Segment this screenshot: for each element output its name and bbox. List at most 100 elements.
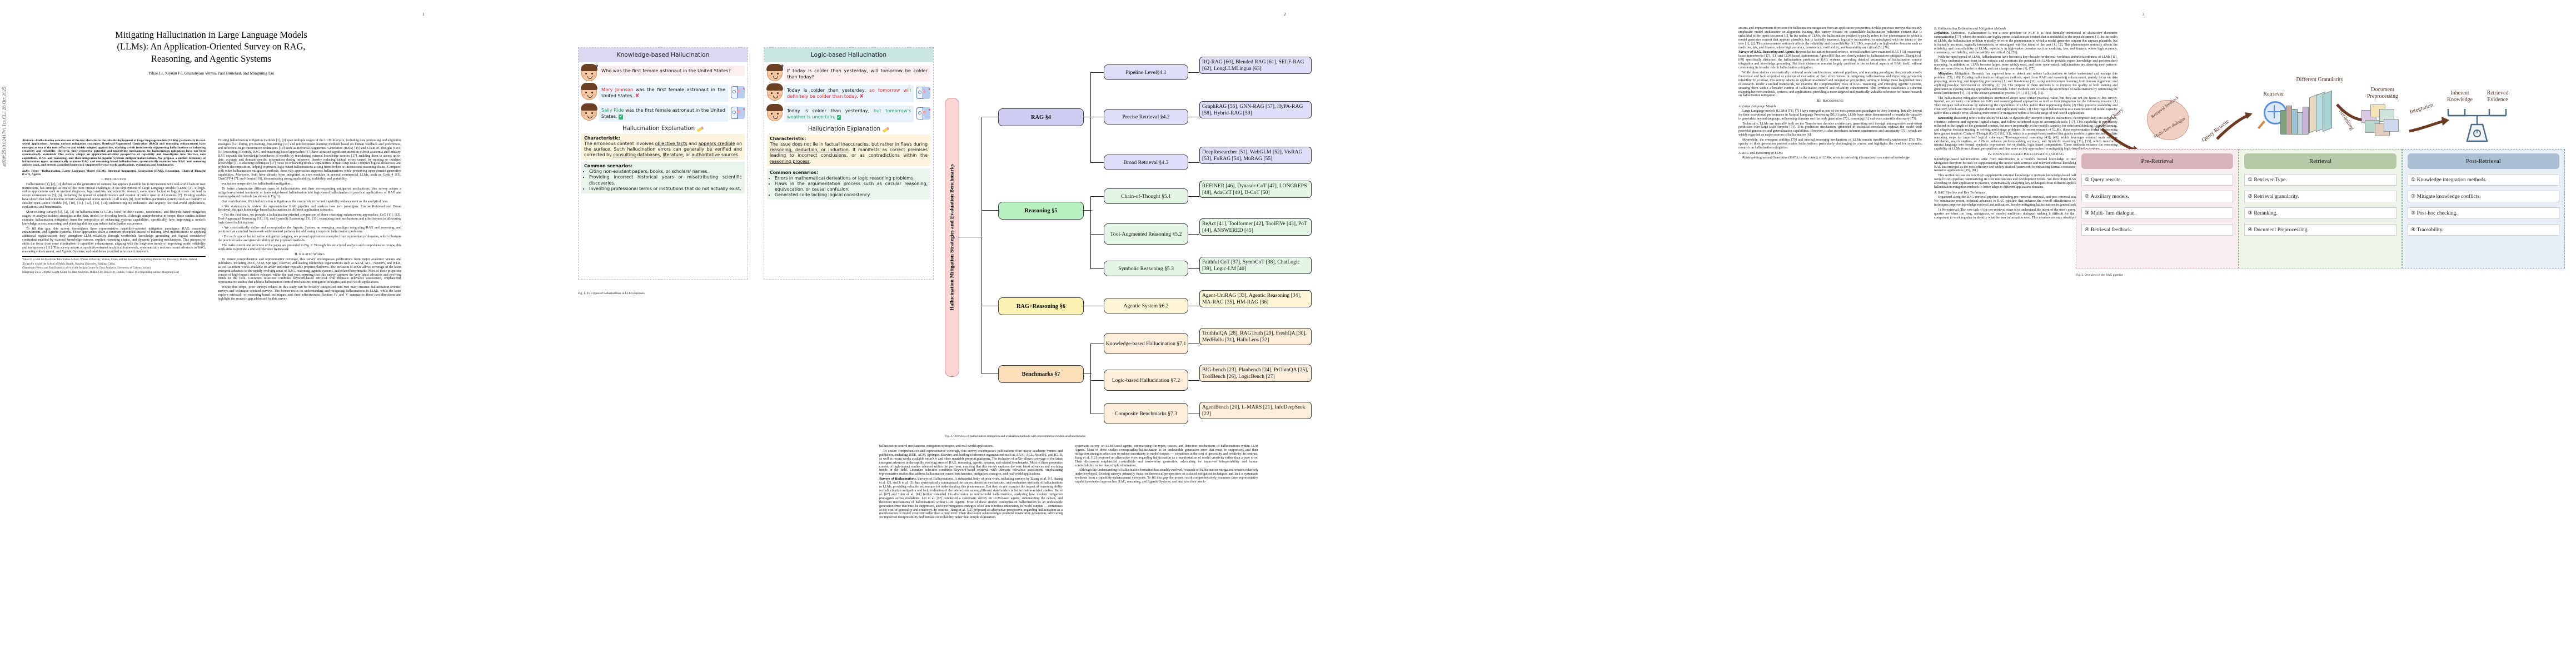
tree-edge [1188, 162, 1199, 163]
p3-krag-2: This section focuses on how RAG suppleme… [1934, 174, 2117, 190]
knowledge-explanation-label: Hallucination Explanation [622, 125, 695, 132]
taxonomy-node-agentic-system[interactable]: Agentic System §6.2 [1104, 298, 1188, 313]
figure-2-caption: Fig. 2. Overview of hallucination mitiga… [945, 435, 1086, 438]
taxonomy-node-logic-bench[interactable]: Logic-based Hallucination §7.2 [1104, 370, 1188, 391]
p3-bg-2: Technically, LLMs are typically built on… [1738, 122, 1922, 137]
kc-b: and [687, 141, 699, 146]
tree-edge [1188, 72, 1199, 73]
tree-edge [1090, 72, 1104, 73]
taxonomy-node-label: RAG+Reasoning §6 [1016, 303, 1066, 310]
taxonomy-node-rag[interactable]: RAG §4 [998, 108, 1084, 126]
taxonomy-node-rag-reasoning[interactable]: RAG+Reasoning §6 [998, 297, 1084, 315]
intro-p3: Most existing surveys [1], [2], [3] on h… [22, 210, 206, 226]
list-item: Inventing professional terms or institut… [589, 186, 742, 192]
footnote-4: Mingming Liu is with the Insight Centre … [22, 271, 179, 275]
page2-col-left: hallucination control mechanisms, mitiga… [879, 445, 1063, 653]
taxonomy-node-benchmarks[interactable]: Benchmarks §7 [998, 365, 1084, 383]
pre-retrieval-column: Pre-Retrieval ① Query rewrite. ② Auxilia… [2076, 149, 2239, 268]
footnote-3: Ghanshyam Verma and Paul Buitelaar are w… [22, 267, 152, 270]
section-knowledge-rag: IV. Knowledge-based Hallucination and RA… [1987, 152, 2064, 157]
lc-u2: reasoning process [770, 158, 810, 164]
p3-defn-4: The hallucination mitigation techniques … [1934, 96, 2117, 116]
p3-krag-a2: 1) Pre-retrieval: The core task of the p… [1934, 208, 2117, 220]
taxonomy-node-precise-retrieval[interactable]: Precise Retrieval §4.2 [1104, 109, 1188, 125]
lc-c: . [809, 158, 811, 164]
rag-pipeline-illustration: Original Query Retrieval feedback Multi-… [2076, 33, 2565, 152]
page1-col-right: Existing hallucination mitigation method… [218, 139, 401, 656]
knowledge-card-header: Knowledge-based Hallucination [579, 48, 748, 62]
author-list: Yihao Li, Xiyuan Fu, Ghanshyam Verma, Pa… [148, 71, 275, 76]
abstract: Abstract—Hallucination remains one of th… [22, 139, 206, 167]
user-face-icon [766, 83, 783, 101]
figure-2-taxonomy: Hallucination Mitigation Strategies and … [945, 32, 1456, 438]
taxonomy-node-label: Precise Retrieval §4.2 [1122, 113, 1170, 120]
taxonomy-node-label: Knowledge-based Hallucination §7.1 [1105, 340, 1187, 347]
page-number-2: 2 [1284, 12, 1286, 17]
list-item: ④ Document Preprocessing. [2244, 224, 2396, 236]
kc-e: , or [682, 152, 692, 158]
taxonomy-refs-text: REFINER [46], Dynasor-CoT [47], LONGREPS… [1202, 183, 1307, 196]
knowledge-characteristic-box: Characteristic: The erroneous content in… [581, 133, 745, 160]
taxonomy-refs-knowledge-bench: TruthfulQA [28], RAGTruth [29], FreshQA … [1199, 328, 1312, 346]
question-mark-icon: ? [781, 64, 784, 70]
p3-bg-3: Meanwhile, the emergent abilities [75] a… [1738, 138, 1922, 150]
taxonomy-root-node: Hallucination Mitigation Strategies and … [945, 98, 959, 377]
p3-while: While these studies systematically revie… [1738, 71, 1922, 98]
p3-defn-5: Reasoning Reasoning refers to the abilit… [1934, 117, 2117, 151]
intro-p1: Hallucination [1], [2], [3], defined as … [22, 182, 206, 210]
list-item: ④ Traceability. [2407, 224, 2559, 236]
knowledge-good-answer-rest: was the first female astronaut in the Un… [601, 107, 725, 119]
subsection-rag-pipeline: A. RAG Pipeline and Key Techniques [1934, 190, 1986, 195]
logic-characteristic-box: Characteristic: The issue does not lie i… [767, 135, 930, 166]
knowledge-bad-answer-text: Mary Johnson was the first female astron… [599, 84, 728, 102]
label-retriever: Retriever [2263, 91, 2284, 97]
knowledge-explanation-title: Hallucination Explanation [579, 126, 748, 132]
logic-question-text: If today is colder than yesterday, will … [784, 66, 930, 82]
taxonomy-refs-text: BIG-bench [23], Planbench [24], PrOntoQA… [1202, 367, 1308, 380]
tree-edge [1083, 210, 1092, 211]
balance-scale-icon [2447, 109, 2507, 142]
logic-good-highlight: but tomorrow's weather is uncertain. [787, 108, 911, 120]
taxonomy-node-label: Pipeline Level§4.1 [1125, 69, 1167, 76]
taxonomy-node-knowledge-bench[interactable]: Knowledge-based Hallucination §7.1 [1104, 333, 1188, 354]
user-face-icon [581, 103, 597, 121]
taxonomy-node-label: Symbolic Reasoning §5.3 [1118, 265, 1174, 272]
list-item: ② Retrieval granularity. [2244, 191, 2396, 202]
taxonomy-refs-chain-of-thought: REFINER [46], Dynasor-CoT [47], LONGREPS… [1199, 181, 1312, 198]
logic-good-pre: Today is colder than yesterday, [787, 108, 874, 114]
intro-org-a: To better characterize different types o… [218, 187, 401, 198]
index-terms-label: Index Terms— [22, 169, 42, 173]
taxonomy-node-broad-retrieval[interactable]: Broad Retrieval §4.3 [1104, 155, 1188, 170]
taxonomy-node-composite-bench[interactable]: Composite Benchmarks §7.3 [1104, 403, 1188, 424]
tree-edge [1090, 344, 1092, 414]
kc-u4: literature [662, 152, 683, 158]
list-item: Errors in mathematical derivations or lo… [775, 176, 928, 181]
surveys-of-hallucinations-text: Surveys of Hallucinations. A substantial… [879, 477, 1063, 520]
user-face-icon: ? [766, 64, 784, 81]
list-item: ② Auxiliary models. [2081, 191, 2234, 202]
title-line-2: (LLMs): An Application-Oriented Survey o… [117, 41, 306, 52]
taxonomy-node-reasoning[interactable]: Reasoning §5 [998, 202, 1084, 220]
logic-scenarios-label: Common scenarios: [770, 170, 818, 175]
intro-eval: evaluation perspective for hallucination… [222, 182, 291, 186]
taxonomy-node-pipeline-level[interactable]: Pipeline Level§4.1 [1104, 64, 1188, 80]
logic-scenarios-box: Common scenarios: Errors in mathematical… [767, 168, 930, 200]
tree-edge [1188, 268, 1199, 270]
taxonomy-node-symbolic-reasoning[interactable]: Symbolic Reasoning §5.3 [1104, 261, 1188, 276]
title-line-1: Mitigating Hallucination in Large Langua… [115, 29, 307, 40]
book-stack-icon [2303, 107, 2309, 135]
taxonomy-refs-text: TruthfulQA [28], RAGTruth [29], FreshQA … [1202, 330, 1307, 343]
list-item: ① Retriever Type. [2244, 174, 2396, 186]
brain-icon [2147, 100, 2189, 140]
taxonomy-node-chain-of-thought[interactable]: Chain-of-Thought §5.1 [1104, 188, 1188, 204]
section-background: III. Background [1817, 99, 1843, 103]
pencil-icon [882, 127, 890, 133]
taxonomy-node-label: Reasoning §5 [1024, 207, 1058, 214]
taxonomy-refs-logic-bench: BIG-bench [23], Planbench [24], PrOntoQA… [1199, 365, 1312, 382]
tree-edge [1090, 162, 1104, 163]
tree-edge [1090, 196, 1104, 197]
list-item: ③ Reranking. [2244, 207, 2396, 219]
taxonomy-node-tool-augmented[interactable]: Tool-Augmented Reasoning §5.2 [1104, 223, 1188, 245]
knowledge-question-row: ? Who was the first female astronaut in … [581, 64, 745, 81]
